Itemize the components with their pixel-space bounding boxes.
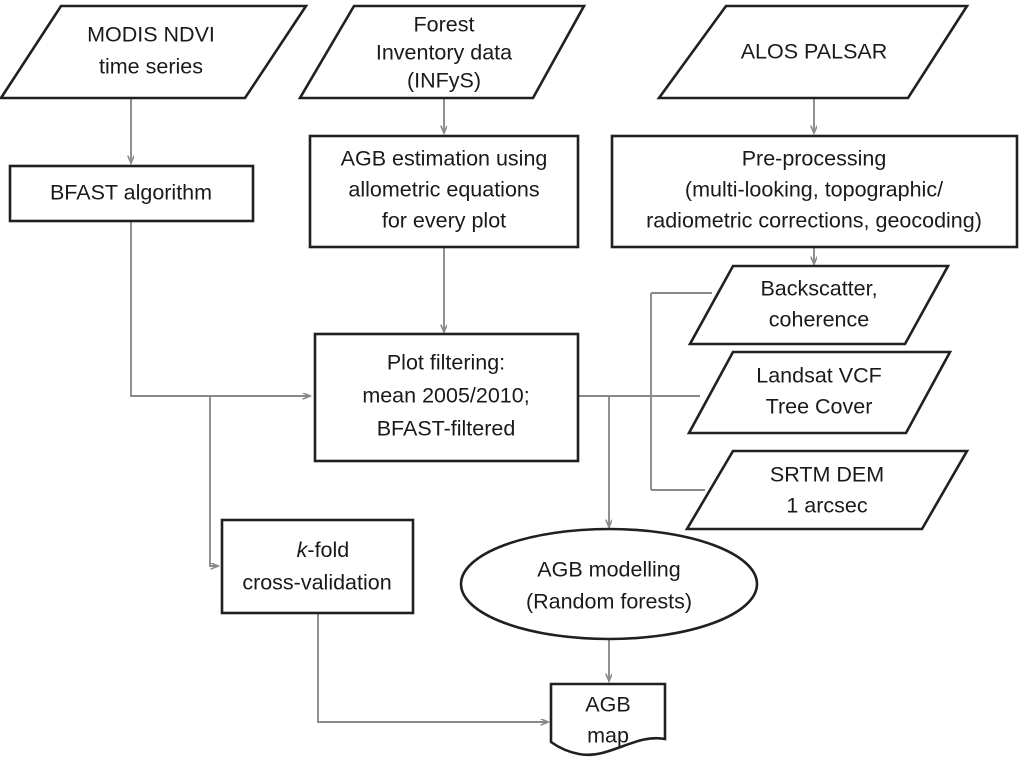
backscatter-parallelogram: [687, 264, 951, 346]
node-agb-modelling[interactable]: AGB modelling (Random forests): [459, 527, 759, 641]
modis-ndvi-parallelogram: [0, 4, 309, 100]
pre-processing-line-1: Pre-processing: [742, 147, 887, 171]
k-fold-line-2: cross-validation: [242, 571, 391, 595]
agb-map-document: [549, 682, 667, 757]
plot-filtering-line-2: mean 2005/2010;: [362, 384, 529, 408]
alos-palsar-label: ALOS PALSAR: [741, 40, 888, 64]
plot-filtering-line-3: BFAST-filtered: [377, 417, 516, 441]
node-pre-processing[interactable]: Pre-processing (multi-looking, topograph…: [610, 134, 1019, 249]
pre-processing-box: [610, 134, 1019, 249]
agb-map-line-2: map: [587, 724, 629, 748]
forest-inventory-line-2: Inventory data: [376, 41, 512, 65]
node-alos-palsar[interactable]: ALOS PALSAR: [656, 4, 970, 100]
forest-inventory-line-3: (INFyS): [407, 69, 481, 93]
bfast-algorithm-label: BFAST algorithm: [50, 181, 212, 205]
modis-ndvi-line-1: MODIS NDVI: [87, 23, 215, 47]
connector-layer: [131, 99, 814, 722]
edge-k-fold-to-agb-map: [317, 613, 548, 722]
forest-inventory-parallelogram: [297, 4, 587, 100]
landsat-vcf-line-2: Tree Cover: [766, 395, 873, 419]
k-fold-suffix: -fold: [307, 538, 349, 562]
plot-filtering-line-1: Plot filtering:: [387, 351, 505, 375]
agb-map-line-1: AGB: [585, 693, 630, 717]
k-fold-italic-k: k: [297, 538, 309, 562]
agb-estimation-line-1: AGB estimation using: [341, 147, 548, 171]
landsat-vcf-line-1: Landsat VCF: [756, 364, 881, 388]
forest-inventory-line-1: Forest: [414, 13, 475, 37]
node-modis-ndvi[interactable]: MODIS NDVI time series: [0, 4, 309, 100]
alos-palsar-parallelogram: [656, 4, 970, 100]
k-fold-box: [220, 518, 415, 615]
node-agb-map[interactable]: AGB map: [549, 682, 667, 757]
node-forest-inventory[interactable]: Forest Inventory data (INFyS): [297, 4, 587, 100]
node-srtm-dem[interactable]: SRTM DEM 1 arcsec: [684, 449, 970, 531]
bfast-algorithm-box: [8, 164, 255, 223]
agb-estimation-line-3: for every plot: [382, 209, 506, 233]
pre-processing-line-3: radiometric corrections, geocoding): [646, 209, 982, 233]
agb-modelling-line-1: AGB modelling: [537, 558, 680, 582]
backscatter-line-2: coherence: [769, 308, 869, 332]
k-fold-line-1: k-fold: [243, 538, 391, 562]
srtm-dem-parallelogram: [684, 449, 970, 531]
landsat-vcf-parallelogram: [686, 350, 953, 435]
node-k-fold-cross-validation[interactable]: k-fold cross-validation: [220, 518, 415, 615]
node-backscatter[interactable]: Backscatter, coherence: [687, 264, 951, 346]
srtm-dem-line-2: 1 arcsec: [786, 494, 868, 518]
agb-modelling-line-2: (Random forests): [526, 590, 692, 614]
agb-estimation-line-2: allometric equations: [348, 178, 539, 202]
edge-bfast-to-plot-filtering: [130, 220, 310, 396]
srtm-dem-line-1: SRTM DEM: [770, 463, 884, 487]
agb-modelling-ellipse: [459, 527, 759, 641]
node-agb-estimation[interactable]: AGB estimation using allometric equation…: [308, 134, 580, 249]
edge-bfast-to-k-fold: [209, 396, 218, 566]
plot-filtering-box: [313, 332, 580, 463]
backscatter-line-1: Backscatter,: [760, 277, 877, 301]
node-plot-filtering[interactable]: Plot filtering: mean 2005/2010; BFAST-fi…: [313, 332, 580, 463]
modis-ndvi-line-2: time series: [99, 55, 203, 79]
agb-estimation-box: [308, 134, 580, 249]
node-landsat-vcf[interactable]: Landsat VCF Tree Cover: [686, 350, 953, 435]
pre-processing-line-2: (multi-looking, topographic/: [685, 178, 943, 202]
node-bfast-algorithm[interactable]: BFAST algorithm: [8, 164, 255, 223]
